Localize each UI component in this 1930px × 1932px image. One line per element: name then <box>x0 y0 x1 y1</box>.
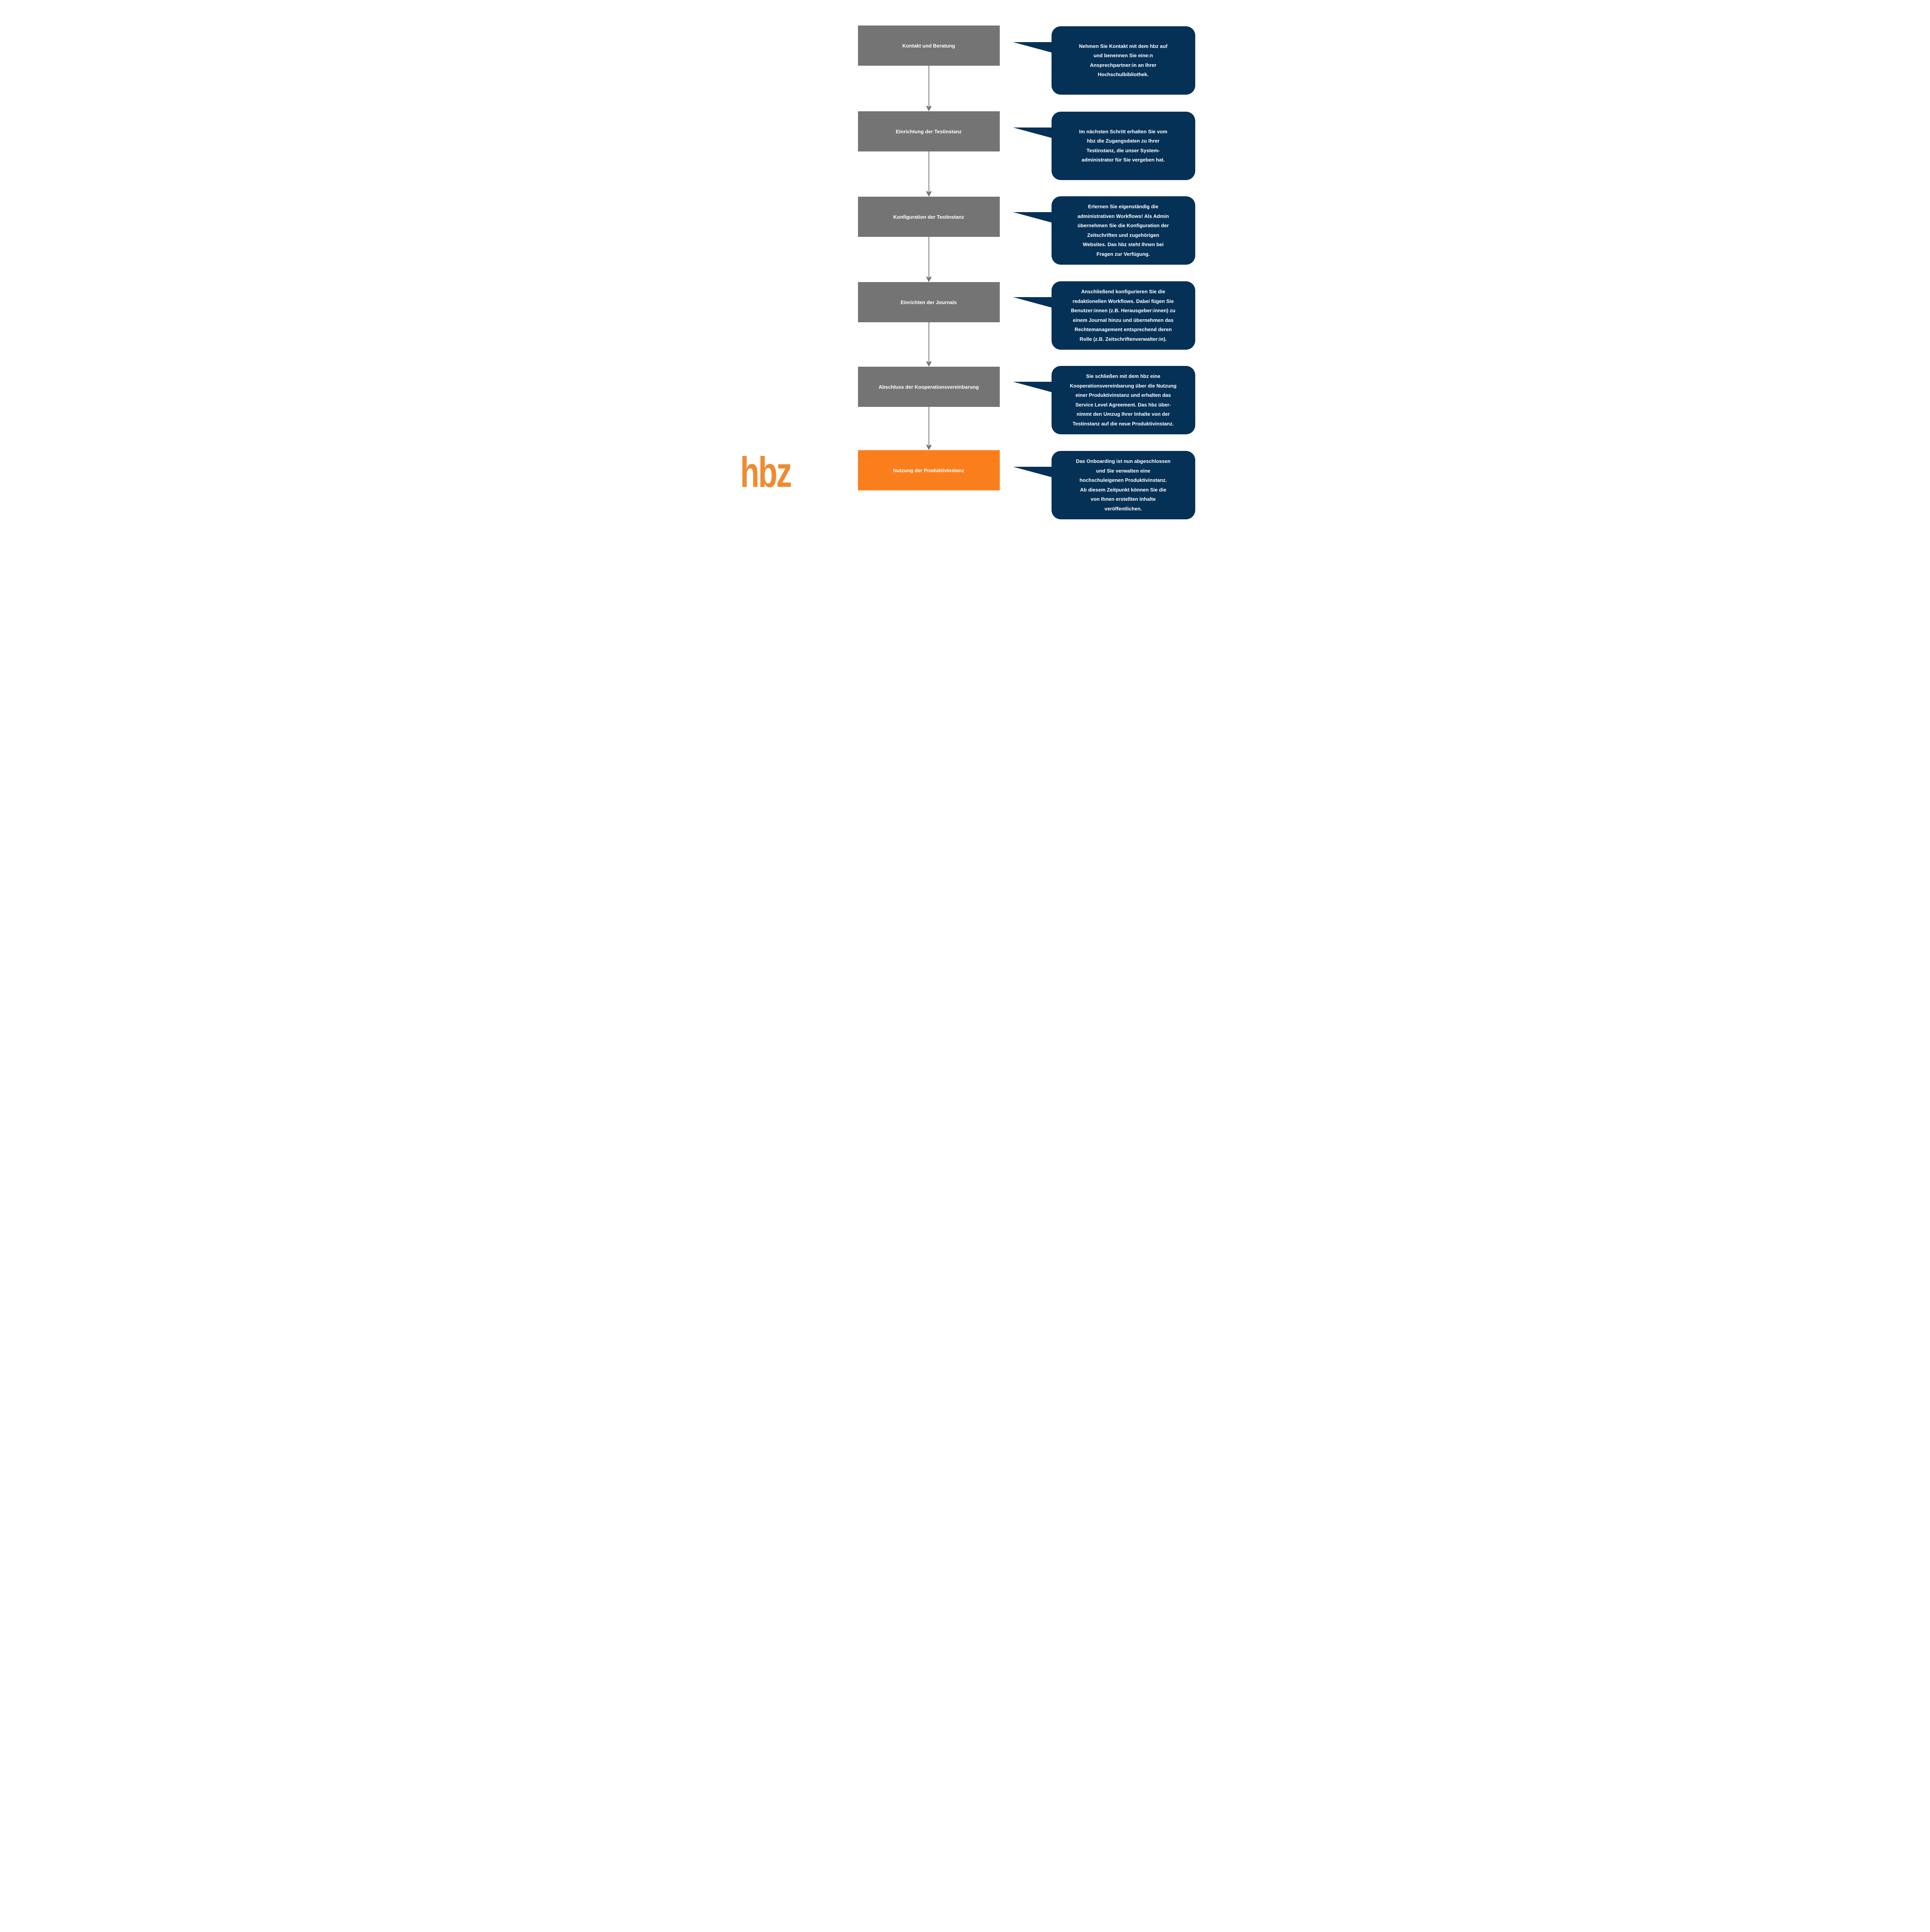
step-1-note-bubble: Nehmen Sie Kontakt mit dem hbz auf und b… <box>1013 26 1195 95</box>
bubble-tail <box>1013 128 1052 138</box>
arrow-down-4 <box>926 322 931 367</box>
step-5-note-bubble: Sie schließen mit dem hbz eine Kooperati… <box>1013 366 1195 434</box>
step-2-note-text: Im nächsten Schritt erhalten Sie vom hbz… <box>1079 128 1167 163</box>
onboarding-flowchart: Kontakt und Beratung Nehmen Sie Kontakt … <box>724 0 1206 533</box>
step-1-note-text: Nehmen Sie Kontakt mit dem hbz auf und b… <box>1079 43 1167 78</box>
step-5-box: Abschluss der Kooperationsvereinbarung <box>858 367 1000 407</box>
arrow-down-2 <box>926 151 931 197</box>
step-4-label: Einrichten der Journals <box>900 299 957 305</box>
step-5-label: Abschluss der Kooperationsvereinbarung <box>878 384 979 390</box>
step-2-note-bubble: Im nächsten Schritt erhalten Sie vom hbz… <box>1013 112 1195 180</box>
bubble-tail <box>1013 297 1052 308</box>
step-2-box: Einrichtung der Testinstanz <box>858 111 1000 151</box>
bubble-tail <box>1013 382 1052 392</box>
step-1-label: Kontakt und Beratung <box>902 43 955 49</box>
bubble-tail <box>1013 467 1052 477</box>
step-5-note-text: Sie schließen mit dem hbz eine Kooperati… <box>1070 373 1177 427</box>
step-2-label: Einrichtung der Testinstanz <box>895 128 962 134</box>
step-4-note-bubble: Anschließend konfigurieren Sie die redak… <box>1013 281 1195 350</box>
step-3-note-bubble: Erlernen Sie eigenständig die administra… <box>1013 196 1195 265</box>
step-4-box: Einrichten der Journals <box>858 282 1000 322</box>
step-3-label: Konfiguration der Testinstanz <box>893 214 964 220</box>
step-4-note-text: Anschließend konfigurieren Sie die redak… <box>1071 289 1176 342</box>
bubble-tail <box>1013 212 1052 223</box>
arrow-down-3 <box>926 237 931 282</box>
arrow-down-5 <box>926 407 931 450</box>
step-3-box: Konfiguration der Testinstanz <box>858 197 1000 237</box>
step-6-label: Nutzung der Produktivinstanz <box>893 467 965 473</box>
bubble-tail <box>1013 42 1052 53</box>
step-1-box: Kontakt und Beratung <box>858 26 1000 66</box>
step-6-note-bubble: Das Onboarding ist nun abgeschlossen und… <box>1013 451 1195 519</box>
arrow-down-1 <box>926 66 931 111</box>
step-3-note-text: Erlernen Sie eigenständig die administra… <box>1077 204 1169 257</box>
hbz-logo: hbz <box>740 449 792 496</box>
step-6-box: Nutzung der Produktivinstanz <box>858 450 1000 490</box>
step-6-note-text: Das Onboarding ist nun abgeschlossen und… <box>1076 458 1171 512</box>
